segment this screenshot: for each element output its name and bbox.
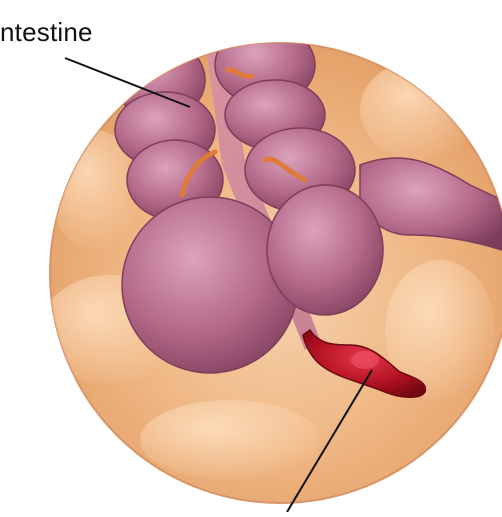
- ileum-tube: [359, 157, 502, 252]
- appendix-leader-line: [286, 369, 373, 513]
- intestine-leader-line: [64, 57, 191, 108]
- blood-vessels: [179, 67, 308, 198]
- inflamed-appendix: [302, 328, 427, 398]
- intestine-label: ntestine: [0, 17, 93, 47]
